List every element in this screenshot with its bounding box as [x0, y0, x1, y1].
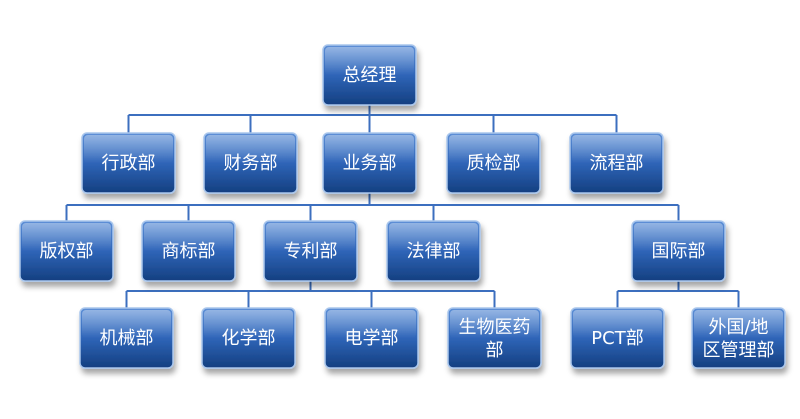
- node-intl-dept: 国际部: [631, 220, 726, 282]
- box-label: 质检部: [467, 153, 521, 174]
- box-highlight: [449, 135, 538, 163]
- node-legal-dept: 法律部: [386, 220, 481, 282]
- node-chemistry-dept: 化学部: [201, 307, 296, 369]
- node-biomed-dept: 生物医药部: [447, 307, 542, 369]
- box-label: 财务部: [224, 153, 278, 174]
- box-highlight: [634, 223, 723, 251]
- node-electrical-dept: 电学部: [324, 307, 419, 369]
- box-highlight: [82, 310, 171, 338]
- box-label: 机械部: [100, 328, 154, 349]
- box-label: 流程部: [590, 153, 644, 174]
- box-highlight: [22, 223, 111, 251]
- node-qc-dept: 质检部: [446, 132, 541, 194]
- node-foreign-dept: 外国/地区管理部: [691, 307, 786, 369]
- node-copyright-dept: 版权部: [19, 220, 114, 282]
- connector-lines: [65, 105, 740, 308]
- box-highlight: [573, 310, 662, 338]
- box-label: 商标部: [162, 241, 216, 262]
- box-highlight: [266, 223, 355, 251]
- box-label: 国际部: [652, 241, 706, 262]
- box-label: 生物医药部: [459, 317, 531, 361]
- node-mechanical-dept: 机械部: [79, 307, 174, 369]
- box-highlight: [325, 135, 414, 163]
- box-highlight: [144, 223, 233, 251]
- box-label: 总经理: [343, 65, 397, 86]
- box-highlight: [84, 135, 173, 163]
- node-patent-dept: 专利部: [263, 220, 358, 282]
- node-admin-dept: 行政部: [81, 132, 176, 194]
- node-business-dept: 业务部: [322, 132, 417, 194]
- box-highlight: [389, 223, 478, 251]
- box-highlight: [327, 310, 416, 338]
- box-label: 业务部: [343, 153, 397, 174]
- box-label: 专利部: [284, 241, 338, 262]
- node-trademark-dept: 商标部: [141, 220, 236, 282]
- box-label: 法律部: [407, 241, 461, 262]
- box-highlight: [325, 47, 414, 75]
- box-label: 版权部: [40, 241, 94, 262]
- box-label: 外国/地区管理部: [703, 317, 775, 361]
- box-label: 电学部: [345, 328, 399, 349]
- node-finance-dept: 财务部: [203, 132, 298, 194]
- box-highlight: [572, 135, 661, 163]
- node-pct-dept: PCT部: [570, 307, 665, 369]
- box-label: 化学部: [222, 328, 276, 349]
- box-label: 行政部: [102, 153, 156, 174]
- box-highlight: [204, 310, 293, 338]
- box-highlight: [206, 135, 295, 163]
- node-process-dept: 流程部: [569, 132, 664, 194]
- box-label: PCT部: [591, 328, 643, 349]
- node-general-manager: 总经理: [322, 44, 417, 106]
- box-highlight: [694, 310, 783, 338]
- box-highlight: [450, 310, 539, 338]
